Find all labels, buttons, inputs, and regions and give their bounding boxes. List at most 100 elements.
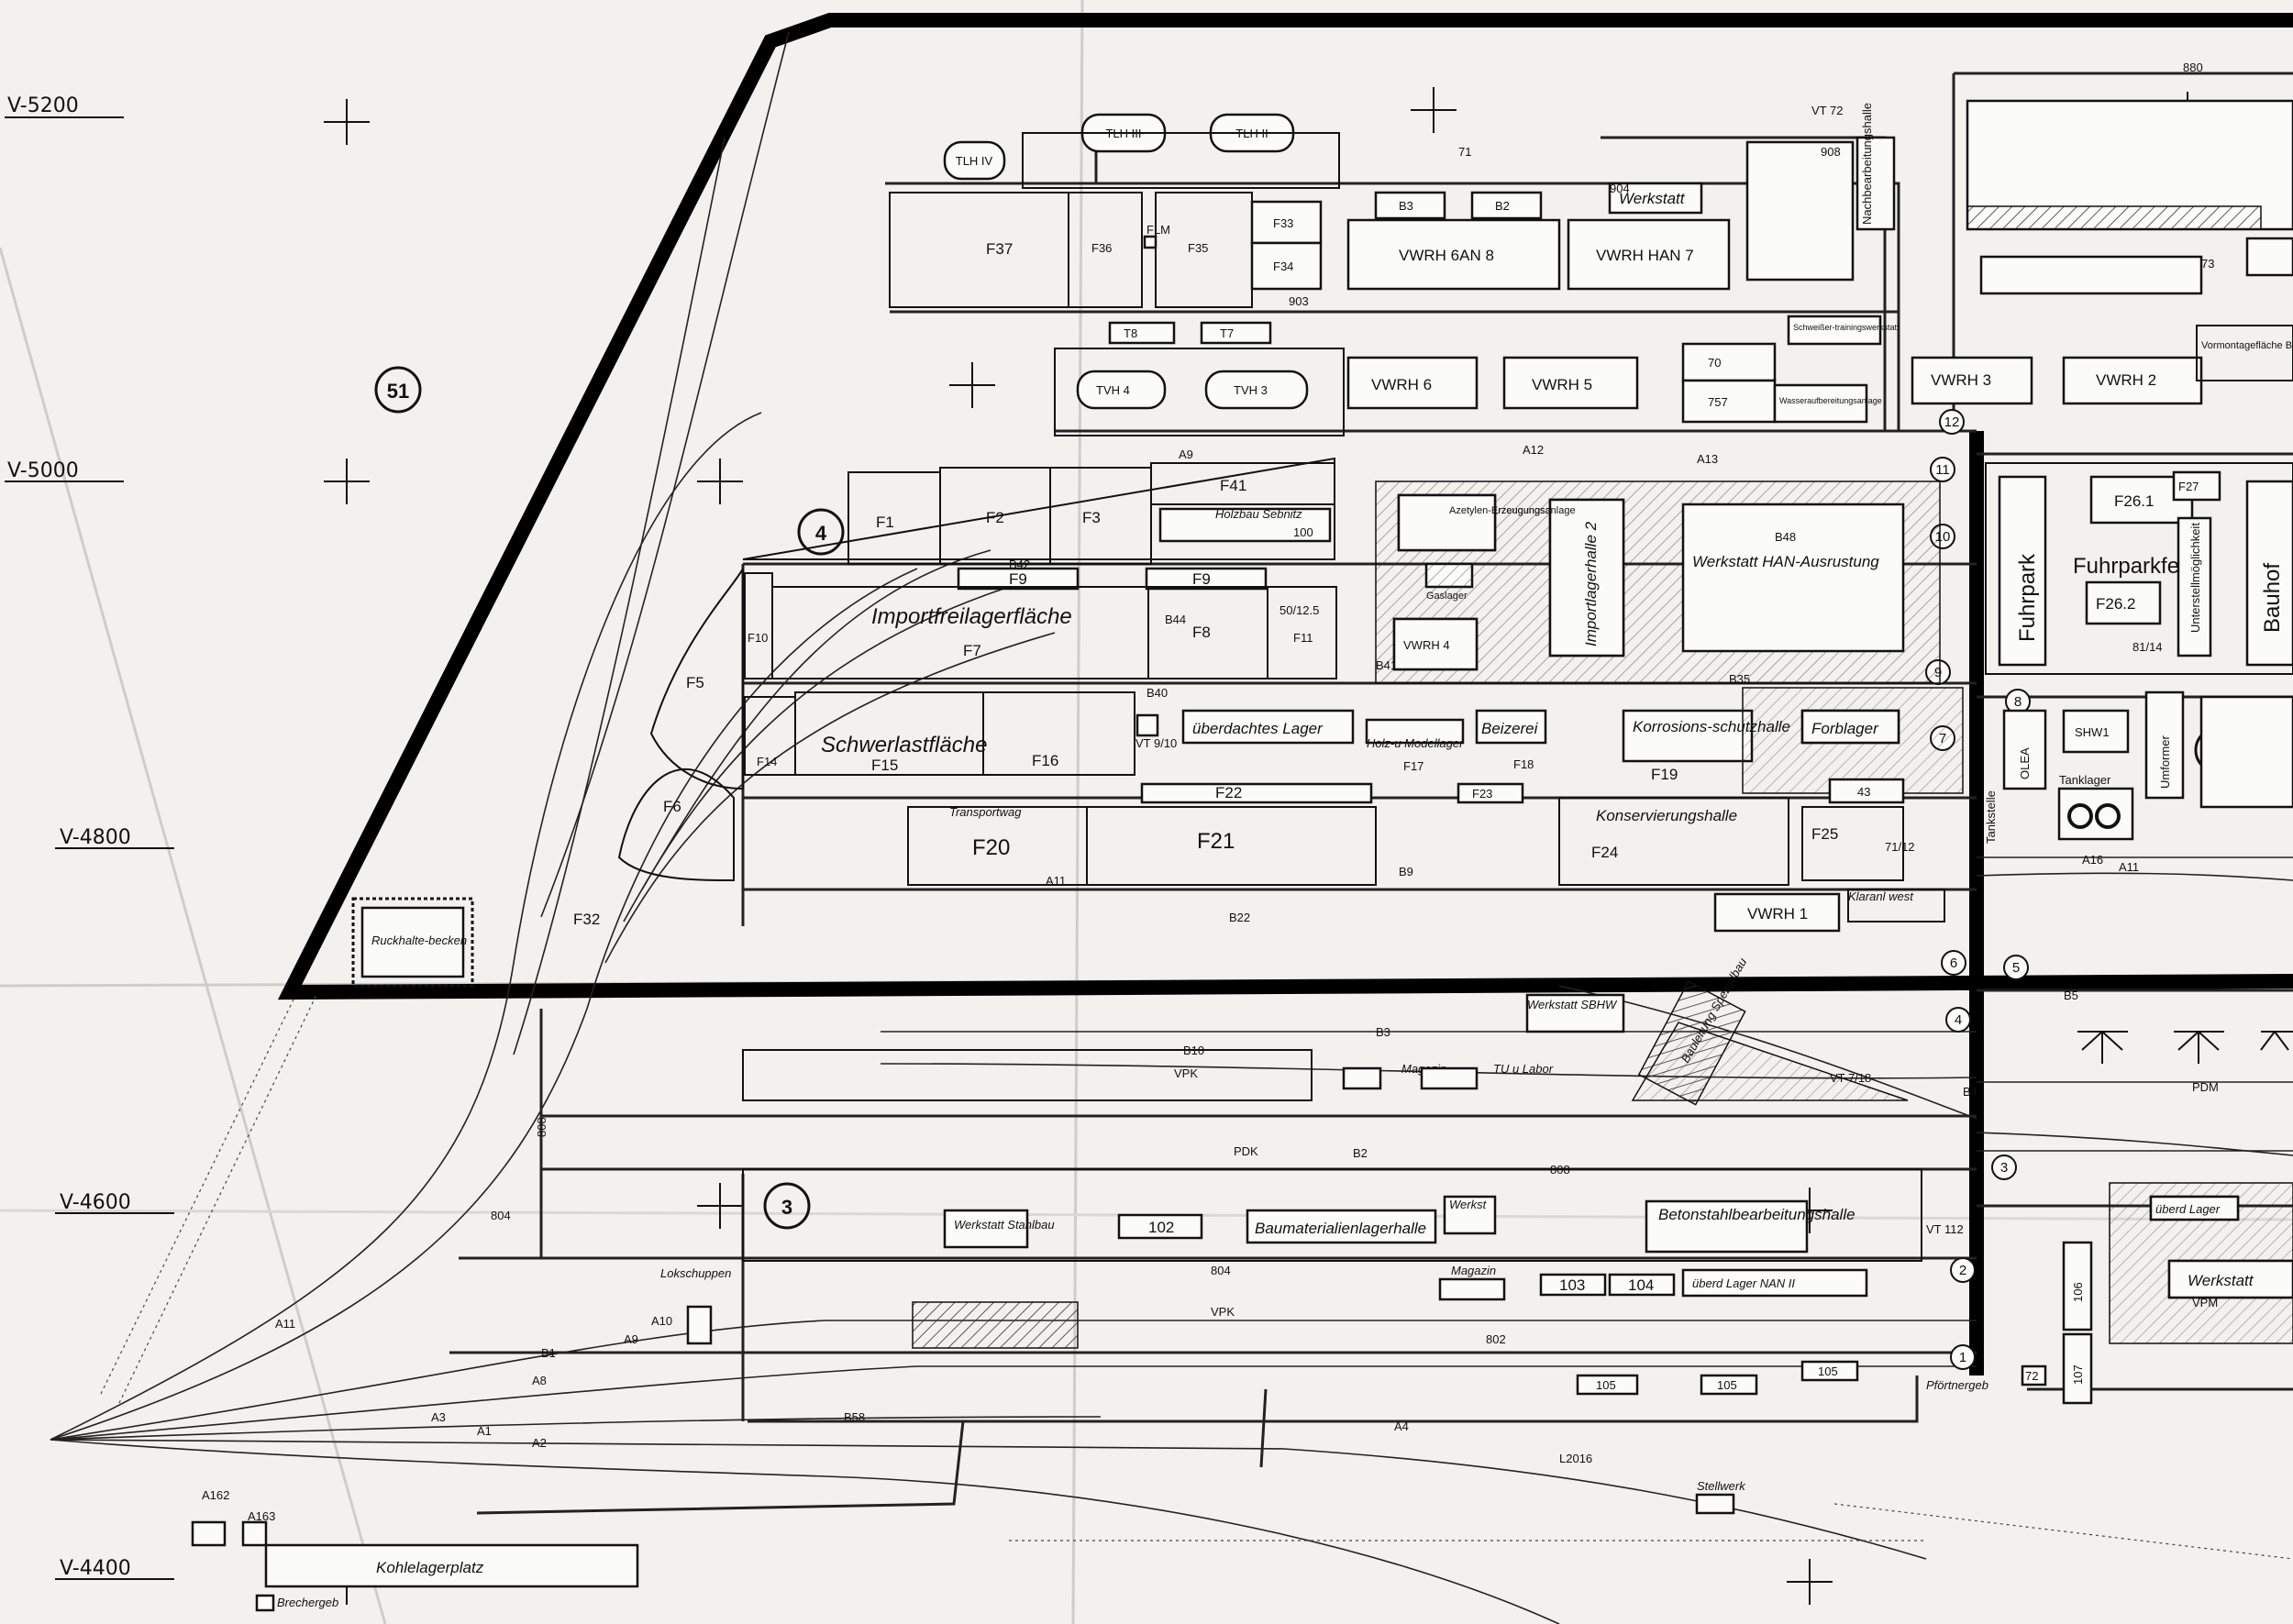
point-3: 3 (1991, 1154, 2017, 1180)
svg-text:B2: B2 (1495, 199, 1510, 213)
svg-text:Umformer: Umformer (2158, 735, 2172, 789)
svg-text:F6: F6 (663, 798, 681, 815)
point-5: 5 (2003, 955, 2029, 980)
building-kohlelager: Kohlelagerplatz (264, 1543, 639, 1588)
building-vt910: VT 9/10 (1135, 713, 1177, 750)
svg-text:Ruckhalte-becken: Ruckhalte-becken (371, 934, 467, 947)
field-fuhrparkfeld: Fuhrparkfeld (2073, 554, 2197, 579)
building-ueberdachtes: überdachtes Lager (1181, 709, 1355, 745)
svg-text:A10: A10 (651, 1314, 672, 1328)
svg-text:B58: B58 (844, 1410, 865, 1424)
property-boundary (277, 12, 2293, 1375)
svg-text:Tanklager: Tanklager (2059, 773, 2111, 787)
field-f3: F3 (1049, 467, 1152, 565)
svg-text:F18: F18 (1513, 757, 1534, 771)
svg-text:PDM: PDM (2192, 1080, 2219, 1094)
building-72: 72 (2021, 1364, 2047, 1386)
svg-text:VT 112: VT 112 (1926, 1222, 1964, 1236)
svg-text:808: 808 (535, 1117, 548, 1137)
field-f16: F16 (982, 691, 1135, 776)
building-105a: 105 (1576, 1374, 1639, 1396)
zone-4: 4 (797, 508, 845, 556)
road-labels: A9 A13 A12 A11 A11 A16 B9 B22 B3 B10 VPK… (202, 61, 2219, 1523)
svg-text:106: 106 (2071, 1282, 2085, 1302)
svg-text:T8: T8 (1124, 326, 1137, 340)
svg-text:43: 43 (1857, 785, 1870, 799)
svg-text:102: 102 (1148, 1219, 1174, 1236)
svg-text:F14: F14 (757, 755, 777, 768)
svg-text:VWRH 1: VWRH 1 (1747, 905, 1808, 922)
svg-text:VPK: VPK (1211, 1305, 1235, 1319)
buildings-lower: Werkstatt SBHW Bauleitung Spezialbau Mag… (191, 956, 2293, 1612)
svg-text:2: 2 (1959, 1263, 1966, 1278)
svg-text:F19: F19 (1651, 766, 1678, 783)
zone-3: 3 (763, 1182, 811, 1230)
point-12: 12 (1939, 409, 1965, 435)
svg-text:A8: A8 (532, 1374, 547, 1387)
svg-text:Werkstatt HAN-Ausrustung: Werkstatt HAN-Ausrustung (1692, 553, 1879, 570)
svg-text:105: 105 (1818, 1364, 1838, 1378)
svg-text:72: 72 (2025, 1369, 2038, 1383)
svg-text:SHW1: SHW1 (2075, 725, 2110, 739)
field-f10: F10 (744, 572, 773, 679)
building-105c: 105 (1800, 1360, 1859, 1382)
svg-text:Schwerlastfläche: Schwerlastfläche (821, 733, 987, 757)
building-werkstatt-sbhw: Werkstatt SBHW (1525, 993, 1625, 1033)
building-106: 106 (2062, 1241, 2093, 1331)
svg-text:Tankstelle: Tankstelle (1984, 790, 1998, 844)
building-ueberd-lager-nan: überd Lager NAN II (1681, 1268, 1868, 1298)
svg-text:Unterstellmöglichkeit: Unterstellmöglichkeit (2188, 523, 2202, 633)
svg-text:Brechergeb: Brechergeb (277, 1596, 338, 1609)
building-t7: T7 (1200, 321, 1272, 345)
svg-text:Magazin: Magazin (1451, 1264, 1496, 1277)
svg-text:OLEA: OLEA (2018, 747, 2032, 779)
svg-text:B35: B35 (1729, 672, 1750, 686)
field-f21: F21 (1086, 806, 1377, 886)
field-transportwag: Transportwag (949, 805, 1022, 819)
svg-text:Werkstatt: Werkstatt (2188, 1272, 2254, 1289)
field-f22: F22 (1140, 782, 1373, 804)
grid-labels: V-5200 V-5000 V-4800 V-4600 V-4400 (5, 87, 2210, 1605)
svg-text:F41: F41 (1220, 477, 1246, 494)
svg-text:F10: F10 (748, 631, 768, 645)
svg-text:904: 904 (1610, 182, 1630, 195)
field-f9b: F9 (1145, 567, 1268, 591)
building-vwrh3: VWRH 3 (1911, 356, 2033, 405)
svg-text:A162: A162 (202, 1488, 229, 1502)
svg-text:Importfreilagerfläche: Importfreilagerfläche (871, 604, 1072, 629)
svg-text:F5: F5 (686, 674, 704, 691)
svg-text:Werkstatt: Werkstatt (1619, 190, 1686, 207)
svg-text:81/14: 81/14 (2132, 640, 2163, 654)
field-f32: F32 (573, 911, 600, 928)
field-f5: F5 (649, 568, 744, 790)
svg-text:51: 51 (387, 380, 409, 403)
point-2: 2 (1950, 1257, 1976, 1283)
svg-text:B44: B44 (1165, 613, 1186, 626)
svg-text:VWRH 2: VWRH 2 (2096, 371, 2156, 389)
svg-text:F21: F21 (1197, 829, 1235, 854)
svg-text:Vormontagefläche Bereich Demo: Vormontagefläche Bereich Demo (2201, 340, 2293, 351)
field-f6: F6 (617, 768, 735, 882)
svg-text:F25: F25 (1811, 825, 1838, 843)
svg-text:F36: F36 (1091, 241, 1112, 255)
svg-text:Baumaterialienlagerhalle: Baumaterialienlagerhalle (1255, 1220, 1426, 1237)
svg-text:F32: F32 (573, 911, 600, 928)
svg-text:F7: F7 (963, 642, 981, 659)
svg-text:B3: B3 (1376, 1025, 1390, 1039)
building-tanklager: Tanklager (2057, 773, 2134, 841)
grid-label-v4600: V-4600 (55, 1191, 174, 1214)
grid-label-v4400: V-4400 (55, 1557, 174, 1580)
building-43: 43 (1828, 778, 1905, 804)
svg-text:3: 3 (781, 1196, 792, 1219)
svg-text:Stellwerk: Stellwerk (1697, 1479, 1746, 1493)
svg-text:A4: A4 (1394, 1420, 1409, 1433)
svg-text:Betonstahlbearbeitungshalle: Betonstahlbearbeitungshalle (1658, 1206, 1855, 1223)
building-betonstahl: Betonstahlbearbeitungshalle (1645, 1199, 1855, 1254)
building-fuhrpark: Fuhrpark (1998, 475, 2047, 667)
field-f17: F17 (1403, 759, 1423, 773)
field-f262: F26.2 (2085, 580, 2162, 625)
svg-text:A11: A11 (2119, 860, 2139, 874)
